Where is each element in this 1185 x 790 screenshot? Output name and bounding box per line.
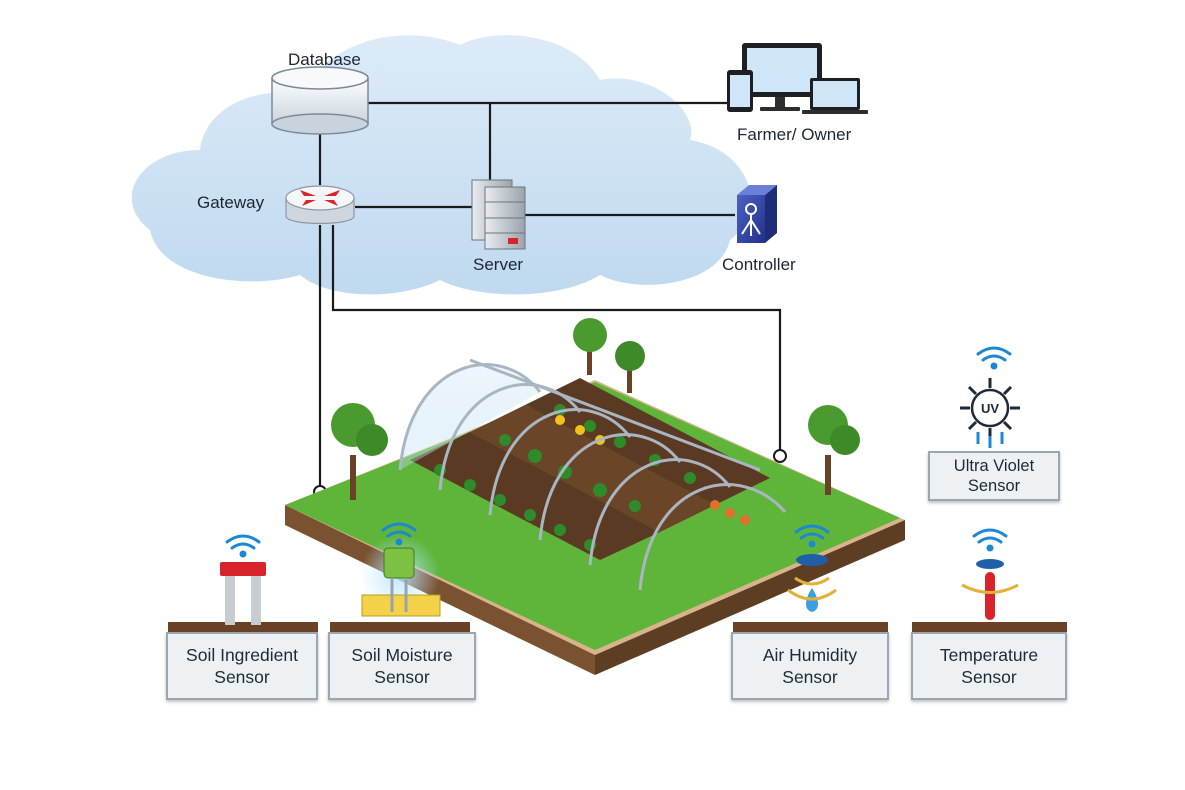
wifi-icon	[794, 524, 830, 548]
tree-icon	[808, 405, 860, 495]
cloud-background	[131, 35, 751, 295]
tree-icon	[331, 403, 388, 500]
soil-ingredient-sensor-label: Soil Ingredient Sensor	[166, 632, 318, 700]
temperature-sensor-label: Temperature Sensor	[911, 632, 1067, 700]
uv-rays	[976, 432, 1004, 448]
farmer-owner-label: Farmer/ Owner	[737, 125, 852, 144]
uv-sensor-icon: UV	[960, 378, 1020, 438]
soil-ingredient-sensor-icon	[168, 562, 318, 634]
right-field-connector	[773, 449, 787, 463]
controller-icon	[737, 185, 777, 243]
server-icon	[471, 179, 526, 250]
air-humidity-sensor-label: Air Humidity Sensor	[731, 632, 889, 700]
soil-moisture-sensor-label: Soil Moisture Sensor	[328, 632, 476, 700]
database-label: Database	[288, 50, 361, 69]
soil-moisture-sensor-icon	[330, 535, 470, 634]
wifi-icon	[976, 346, 1012, 370]
network-connections	[318, 101, 782, 490]
ultra-violet-line2: Sensor	[967, 477, 1021, 495]
ultra-violet-sensor-label: Ultra Violet Sensor	[928, 451, 1060, 501]
soil-ingredient-line1: Soil Ingredient	[186, 645, 298, 665]
air-humidity-sensor-icon	[733, 554, 888, 634]
wifi-icon	[225, 534, 261, 558]
tree-icon	[573, 318, 645, 393]
controller-label: Controller	[722, 255, 796, 274]
server-label: Server	[473, 255, 524, 274]
soil-ingredient-line2: Sensor	[214, 667, 270, 687]
wifi-icon	[381, 522, 417, 546]
wifi-icon	[972, 528, 1008, 552]
uv-badge-text: UV	[981, 401, 999, 416]
air-humidity-line2: Sensor	[782, 667, 838, 687]
planting-bed	[470, 405, 715, 532]
temperature-sensor-icon	[912, 559, 1067, 634]
gateway-to-right-field-line	[331, 225, 782, 455]
router-icon	[285, 185, 355, 225]
soil-moisture-line2: Sensor	[374, 667, 430, 687]
gateway-label: Gateway	[197, 193, 265, 212]
database-icon	[271, 66, 369, 135]
temperature-line2: Sensor	[961, 667, 1017, 687]
soil-moisture-line1: Soil Moisture	[351, 645, 453, 665]
greenhouse-field	[285, 318, 905, 675]
wifi-signals	[225, 346, 1012, 558]
temperature-line1: Temperature	[939, 645, 1039, 665]
devices-icon	[727, 43, 868, 114]
air-humidity-line1: Air Humidity	[762, 645, 858, 665]
ultra-violet-line1: Ultra Violet	[953, 457, 1035, 475]
greenhouse-structure	[398, 358, 787, 591]
